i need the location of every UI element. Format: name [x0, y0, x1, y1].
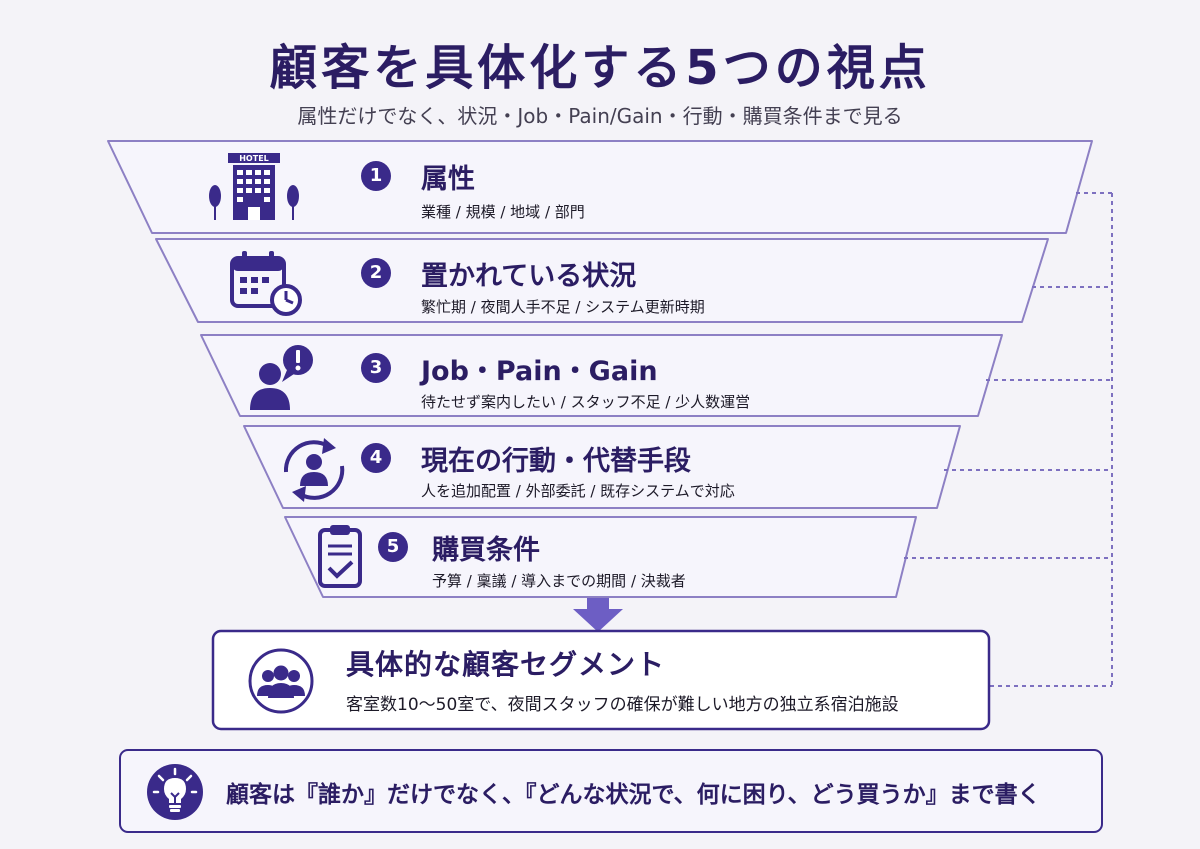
calendar-clock-icon — [218, 248, 318, 318]
tier-3-number-badge: 3 — [361, 353, 391, 383]
hotel-sign-label: HOTEL — [239, 154, 269, 163]
tip-text: 顧客は『誰か』だけでなく、『どんな状況で、何に困り、どう買うか』まで書く — [226, 782, 1041, 808]
tier-5-title: 購買条件 — [432, 535, 540, 566]
hotel-building-icon: HOTEL — [204, 152, 304, 222]
tip-box — [119, 749, 1103, 833]
tier-2-details: 繁忙期 / 夜間人手不足 / システム更新時期 — [421, 298, 705, 316]
page-title: 顧客を具体化する5つの視点 — [269, 40, 931, 96]
tier-1-title: 属性 — [421, 164, 475, 195]
tier-4-details: 人を追加配置 / 外部委託 / 既存システムで対応 — [421, 482, 735, 500]
down-arrow-icon — [573, 598, 623, 632]
person-alert-icon — [232, 342, 332, 412]
tier-2-title: 置かれている状況 — [421, 261, 637, 292]
tier-4-number-badge: 4 — [361, 443, 391, 473]
tier-3-details: 待たせず案内したい / スタッフ不足 / 少人数運営 — [421, 393, 751, 411]
tier-1-details: 業種 / 規模 / 地域 / 部門 — [421, 203, 585, 221]
tier-1-number-badge: 1 — [361, 161, 391, 191]
funnel-tier-4-shape — [243, 425, 961, 509]
tier-5-number-badge: 5 — [378, 532, 408, 562]
segment-description: 客室数10〜50室で、夜間スタッフの確保が難しい地方の独立系宿泊施設 — [346, 695, 899, 715]
page-subtitle: 属性だけでなく、状況・Job・Pain/Gain・行動・購買条件まで見る — [297, 104, 903, 128]
segment-box — [211, 629, 991, 731]
tier-3-title: Job・Pain・Gain — [421, 356, 658, 387]
segment-title: 具体的な顧客セグメント — [346, 648, 666, 681]
tier-2-number-badge: 2 — [361, 258, 391, 288]
funnel-tier-3-shape — [200, 334, 1003, 417]
funnel-tier-5-shape — [284, 516, 917, 598]
tier-4-title: 現在の行動・代替手段 — [421, 446, 691, 477]
group-people-icon — [248, 648, 314, 714]
person-cycle-icon — [264, 434, 364, 504]
clipboard-check-icon — [290, 522, 390, 592]
tier-5-details: 予算 / 稟議 / 導入までの期間 / 決裁者 — [432, 572, 686, 590]
funnel-tier-1-shape — [107, 140, 1093, 234]
dotted-bracket — [904, 192, 1113, 687]
lightbulb-icon — [146, 763, 204, 821]
